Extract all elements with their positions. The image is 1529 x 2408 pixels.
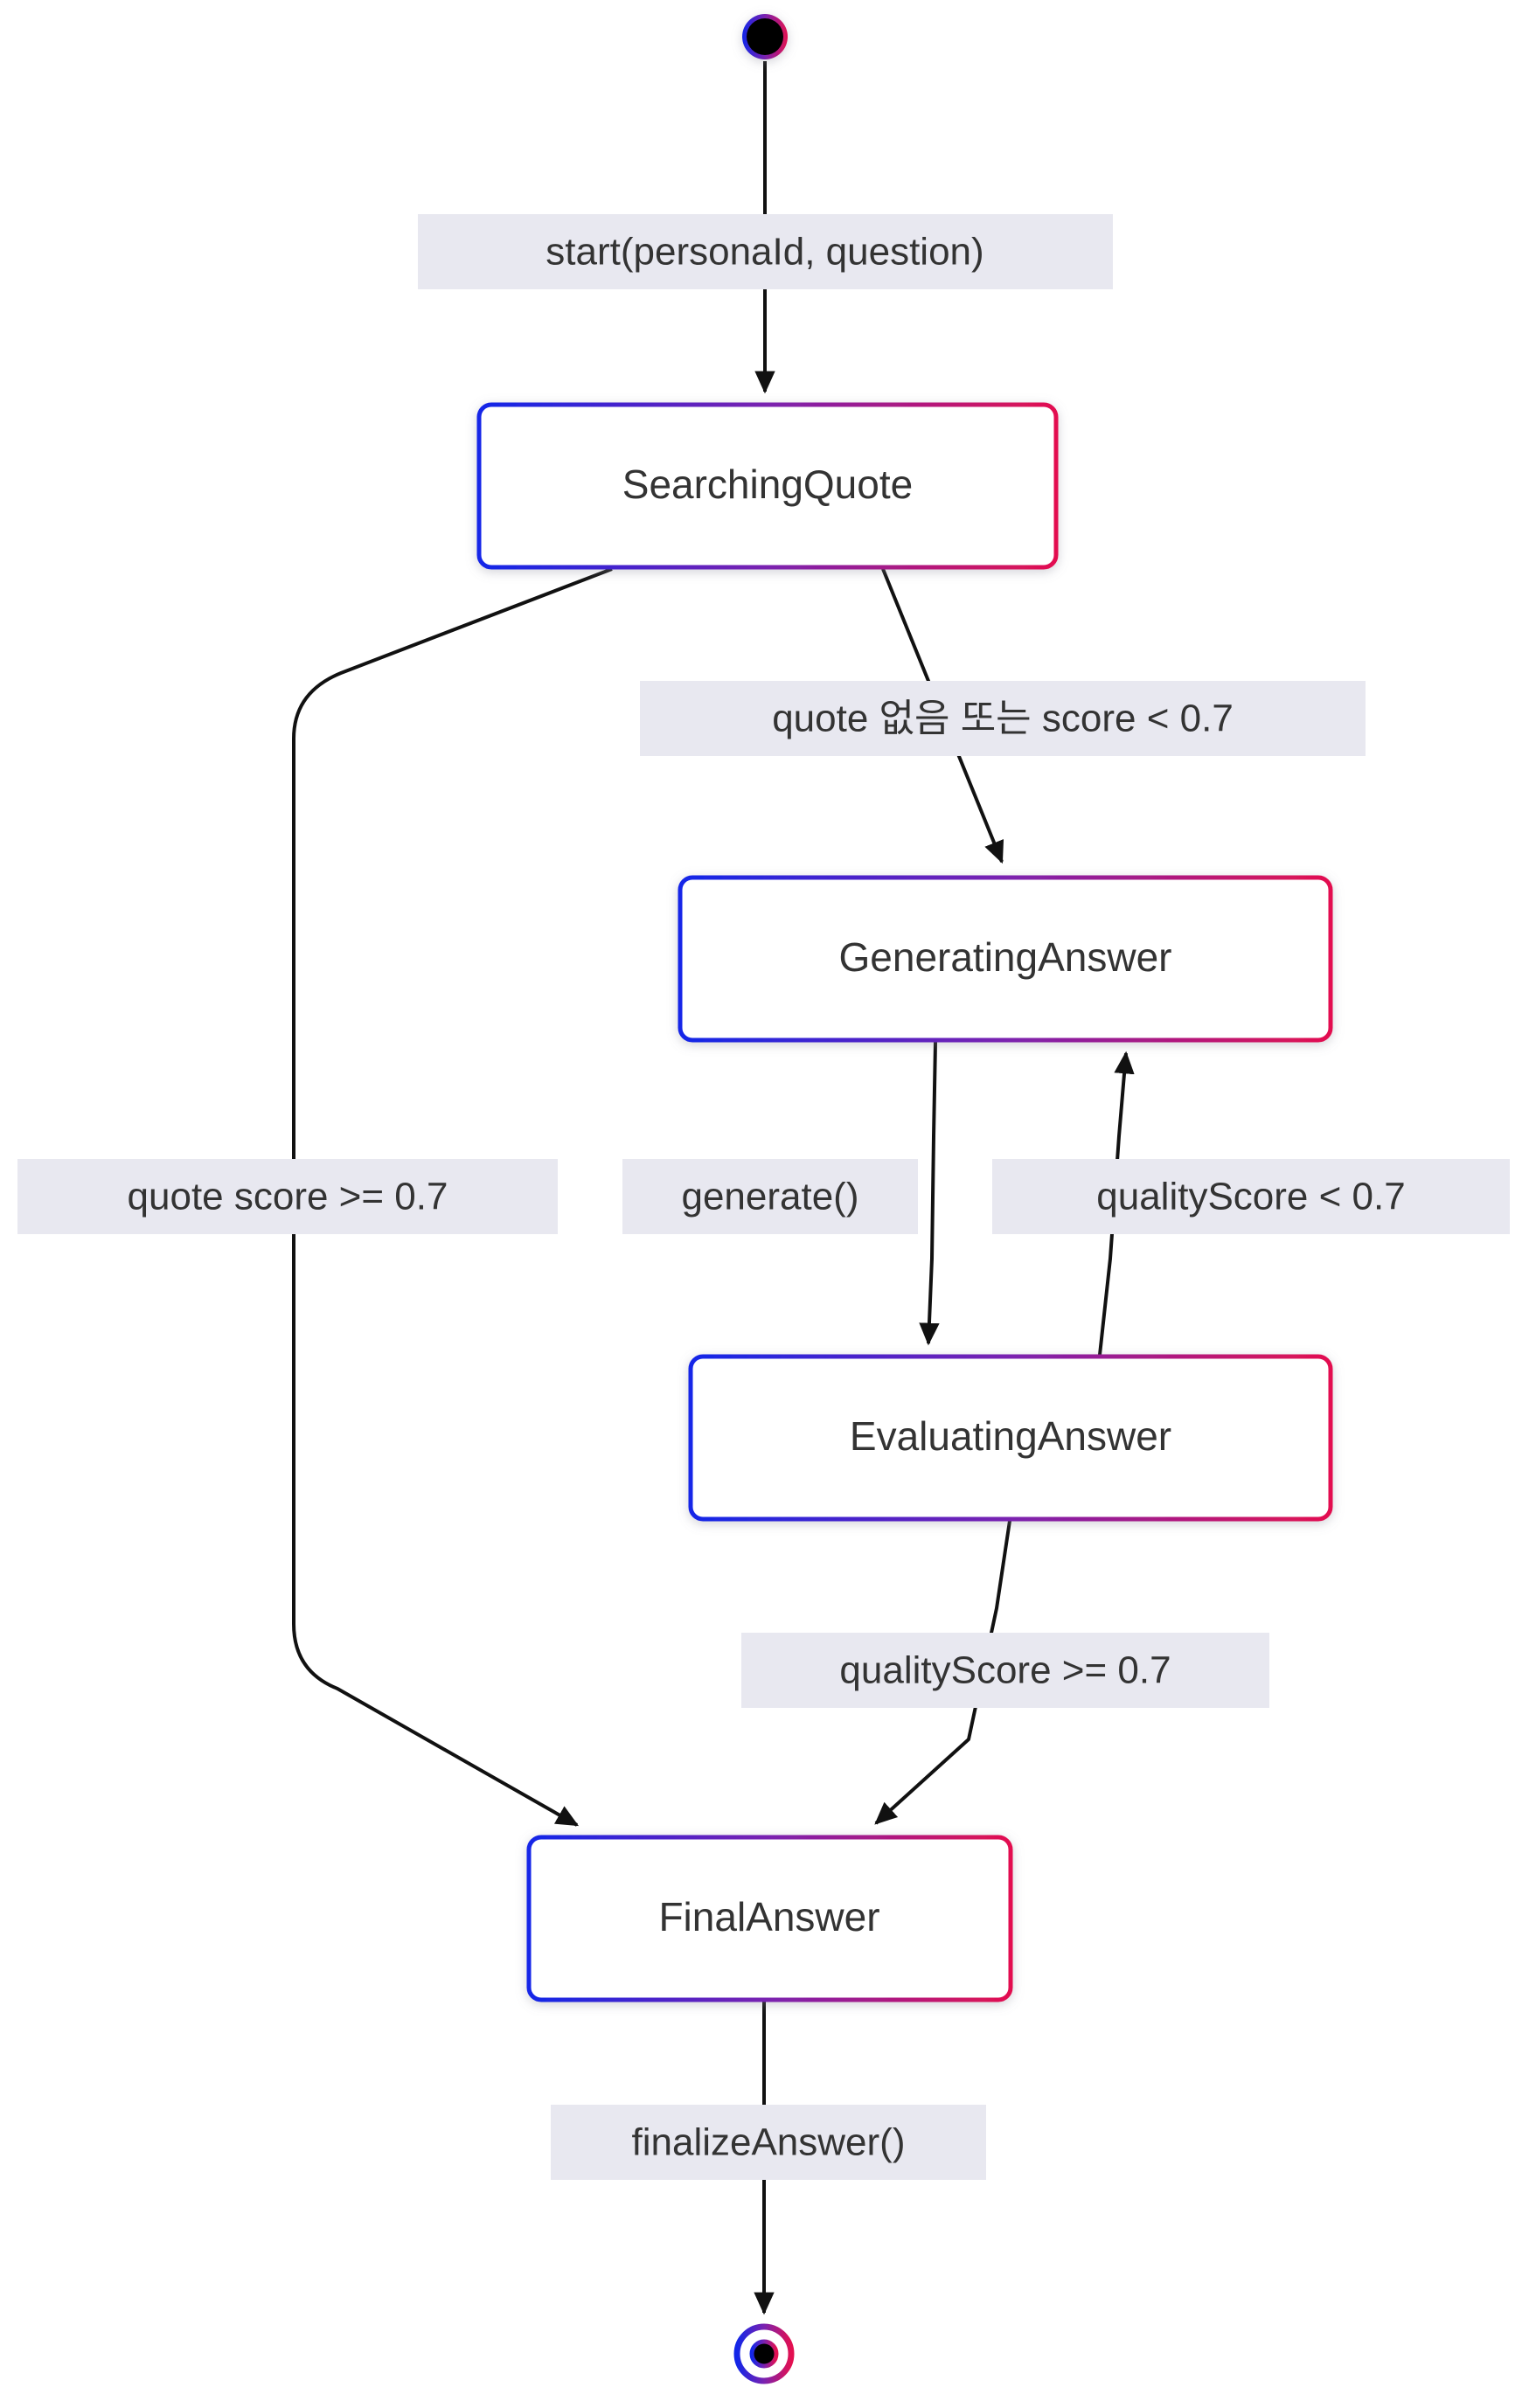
end-node-inner-dot	[749, 2339, 779, 2369]
edge-label-quote-score-low-bg	[640, 681, 1366, 756]
state-node-searchingquote-box	[476, 402, 1059, 570]
state-node-evaluatinganswer[interactable]: EvaluatingAnswer	[688, 1354, 1333, 1522]
edge-label-generate-text: generate()	[681, 1176, 858, 1218]
edge-label-finalize-text: finalizeAnswer()	[632, 2121, 906, 2164]
edge-label-start-text: start(personaId, question)	[546, 231, 983, 274]
state-node-finalanswer[interactable]: FinalAnswer	[526, 1835, 1013, 2002]
state-node-searchingquote-label: SearchingQuote	[622, 461, 913, 507]
edge-label-generate: generate()	[622, 1159, 918, 1234]
edge-label-start-bg	[418, 214, 1113, 289]
edge-label-start: start(personaId, question)	[418, 214, 1113, 289]
edge-label-quote-score-high: quote score >= 0.7	[17, 1159, 558, 1234]
edge-label-quality-low-bg	[992, 1159, 1510, 1234]
state-node-generatinganswer[interactable]: GeneratingAnswer	[678, 875, 1333, 1043]
edge-label-quote-score-low-text: quote 없음 또는 score < 0.7	[772, 697, 1234, 740]
edge-label-quote-score-high-text: quote score >= 0.7	[128, 1176, 448, 1218]
state-node-start[interactable]	[742, 14, 788, 59]
edge-label-finalize: finalizeAnswer()	[551, 2105, 986, 2180]
edge-label-quote-score-high-bg	[17, 1159, 558, 1234]
edge-label-quality-high-bg	[741, 1633, 1269, 1708]
edge-label-quality-low: qualityScore < 0.7	[992, 1159, 1510, 1234]
state-node-evaluatinganswer-label: EvaluatingAnswer	[850, 1413, 1171, 1459]
state-node-finalanswer-box	[526, 1835, 1013, 2002]
state-node-finalanswer-label: FinalAnswer	[658, 1894, 879, 1940]
nodes-layer: SearchingQuote GeneratingAnswer Evaluati…	[476, 14, 1333, 2384]
start-node-core	[747, 18, 783, 55]
edge-label-finalize-bg	[551, 2105, 986, 2180]
edge-label-quote-score-low: quote 없음 또는 score < 0.7	[640, 681, 1366, 756]
state-node-evaluatinganswer-box	[688, 1354, 1333, 1522]
edge-label-quality-high: qualityScore >= 0.7	[741, 1633, 1269, 1708]
edge-labels-layer: start(personaId, question) quote score >…	[17, 214, 1510, 2180]
state-node-generatinganswer-label: GeneratingAnswer	[839, 934, 1172, 980]
state-node-generatinganswer-box	[678, 875, 1333, 1043]
state-node-searchingquote[interactable]: SearchingQuote	[476, 402, 1059, 570]
edge-label-quality-low-text: qualityScore < 0.7	[1096, 1176, 1405, 1218]
edge-label-generate-bg	[622, 1159, 918, 1234]
edge-label-quality-high-text: qualityScore >= 0.7	[839, 1649, 1171, 1692]
transition-generatinganswer-to-evaluatinganswer	[919, 1041, 940, 1346]
state-node-end[interactable]	[733, 2323, 795, 2384]
